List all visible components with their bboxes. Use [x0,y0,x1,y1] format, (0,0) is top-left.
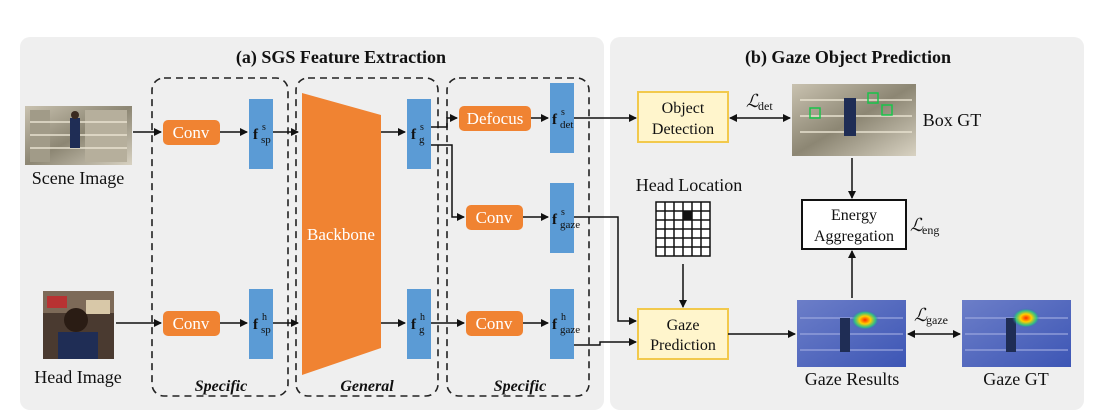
conv-head-label: Conv [173,314,210,333]
conv-scene-block [163,120,220,145]
svg-text:h: h [561,312,566,323]
svg-text:s: s [561,107,565,118]
feature-f-gaze-h [550,289,574,359]
conv-gaze-s-block [466,205,523,230]
head-image [43,291,114,359]
backbone-label: Backbone [307,225,375,244]
object-detection-label-1: Object [662,100,705,117]
svg-text:det: det [560,119,573,131]
conv-gaze-h-label: Conv [476,314,513,333]
svg-text:eng: eng [922,223,939,237]
feature-f-gaze-s [550,183,574,253]
svg-text:f: f [552,212,558,228]
specific-group-2 [446,77,590,397]
svg-text:f: f [552,317,558,333]
general-label: General [340,378,394,395]
svg-text:det: det [758,99,773,113]
general-group [295,77,439,397]
svg-text:f: f [253,317,259,333]
svg-text:ℒ: ℒ [914,305,928,325]
conv-gaze-s-label: Conv [476,208,513,227]
backbone-block [302,93,381,375]
svg-text:s: s [420,122,424,133]
defocus-block [459,106,531,131]
box-gt-image [792,84,916,156]
svg-text:sp: sp [261,324,271,336]
panel-a-title: (a) SGS Feature Extraction [236,47,446,68]
svg-text:g: g [419,134,425,146]
conv-gaze-h-block [466,311,523,336]
svg-text:gaze: gaze [560,219,580,231]
specific-group-1 [151,77,289,397]
loss-gaze-label: ℒ gaze [914,305,948,327]
loss-det-label: ℒ det [746,91,773,113]
feature-f-g-h [407,289,431,359]
object-detection-label-2: Detection [652,121,714,138]
scene-image [25,106,132,165]
specific-label-1: Specific [195,378,247,395]
svg-text:f: f [253,127,259,143]
gaze-gt-label: Gaze GT [983,369,1048,389]
svg-text:f: f [411,127,417,143]
svg-text:h: h [420,312,425,323]
arrows-panel-b [574,114,961,346]
arrows-panel-a [116,114,549,327]
feature-label-gaze-s: f s gaze [552,207,580,231]
feature-label-det-s: f s det [552,107,573,131]
scene-image-label: Scene Image [32,168,124,188]
feature-f-det-s [550,83,574,153]
svg-text:s: s [262,122,266,133]
feature-f-sp-s [249,99,273,169]
svg-text:sp: sp [261,134,271,146]
gaze-prediction-label-2: Prediction [650,337,716,354]
conv-head-block [163,311,220,336]
feature-label-g-s: f s g [411,122,425,146]
head-image-label: Head Image [34,367,121,387]
panel-b-title: (b) Gaze Object Prediction [745,47,951,68]
energy-aggregation-block [801,199,907,250]
svg-text:g: g [419,324,425,336]
energy-aggregation-label-1: Energy [831,207,877,224]
defocus-label: Defocus [467,109,524,128]
feature-f-g-s [407,99,431,169]
svg-text:gaze: gaze [926,313,948,327]
feature-f-sp-h [249,289,273,359]
gaze-results-image [797,300,906,367]
feature-label-sp-h: f h sp [253,312,271,336]
feature-label-gaze-h: f h gaze [552,312,580,336]
svg-text:s: s [561,207,565,218]
object-detection-block [637,91,729,143]
loss-eng-label: ℒ eng [910,215,939,237]
gaze-prediction-label-1: Gaze [667,317,700,334]
head-location-marker [683,211,692,220]
gaze-gt-image [962,300,1071,367]
energy-aggregation-label-2: Aggregation [814,228,894,245]
svg-text:ℒ: ℒ [910,215,924,235]
svg-text:h: h [262,312,267,323]
feature-label-sp-s: f s sp [253,122,271,146]
box-gt-label: Box GT [923,110,982,130]
svg-text:f: f [552,112,558,128]
svg-text:ℒ: ℒ [746,91,760,111]
gaze-prediction-block [637,308,729,360]
svg-text:f: f [411,317,417,333]
feature-label-g-h: f h g [411,312,425,336]
gaze-results-label: Gaze Results [805,369,899,389]
conv-scene-label: Conv [173,123,210,142]
head-location-grid [655,201,711,257]
head-location-label: Head Location [636,175,742,195]
svg-text:gaze: gaze [560,324,580,336]
specific-label-2: Specific [494,378,546,395]
